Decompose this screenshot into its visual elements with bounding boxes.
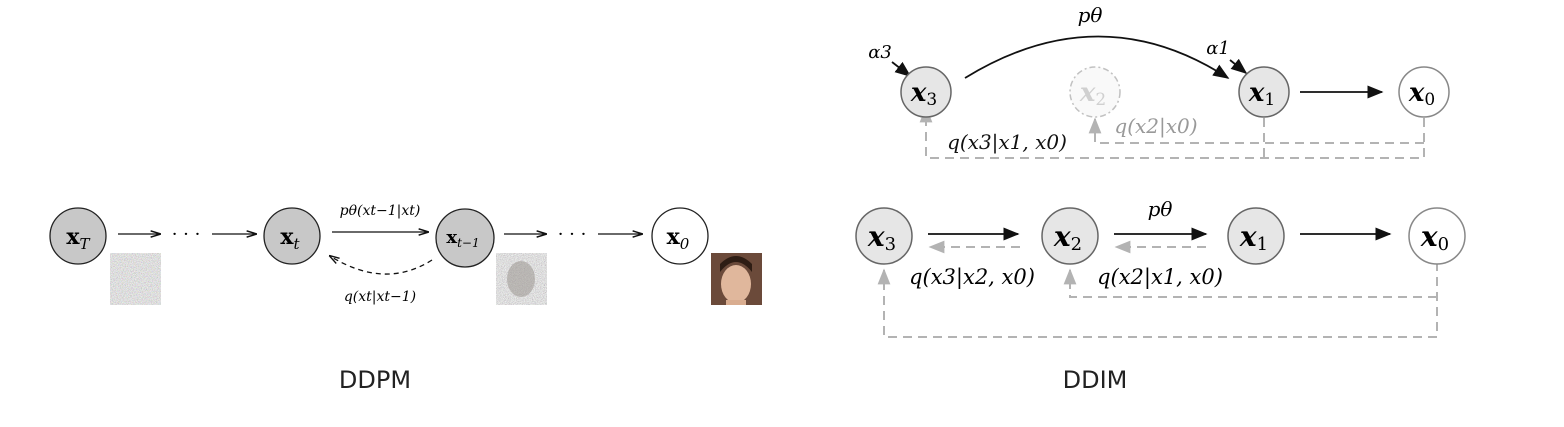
ddim-bottom-x3-base: x xyxy=(867,220,885,253)
ddim-top-x2-sub: 2 xyxy=(1095,90,1106,110)
ddim-top-dashed-inner xyxy=(1088,117,1424,144)
ddim-top-node-x1: x1 xyxy=(1238,66,1290,118)
ddim-bottom-node-x1: x1 xyxy=(1227,207,1285,265)
ddim-top-alpha3-arrow xyxy=(891,61,912,77)
svg-text:x1: x1 xyxy=(1248,78,1275,110)
ddpm-node-x0-sub: 0 xyxy=(680,235,690,253)
ddim-top-x2-base: x xyxy=(1079,78,1096,108)
svg-text:xT: xT xyxy=(66,224,90,253)
ddim-top-dashed-outer xyxy=(919,106,1425,159)
ddpm-clean-face-image xyxy=(711,253,762,305)
ddim-bottom-q32-label: q(x3|x2, x0) xyxy=(909,265,1035,290)
ddim-top-node-x2-skipped: x2 xyxy=(1069,66,1121,118)
ddim-top-x3-sub: 3 xyxy=(926,90,937,110)
svg-text:x0: x0 xyxy=(1420,220,1449,255)
ddim-top-q31-label: q(x3|x1, x0) xyxy=(947,130,1067,155)
ddim-bottom-x0-base: x xyxy=(1420,220,1438,253)
svg-text:x3: x3 xyxy=(910,78,937,110)
ddpm-ellipsis-2: · · · xyxy=(558,224,587,245)
ddim-top-node-x3: x3 xyxy=(900,66,952,118)
ddim-top-q20-label: q(x2|x0) xyxy=(1114,114,1197,139)
svg-text:xt−1: xt−1 xyxy=(446,227,479,250)
ddpm-node-x0-base: x xyxy=(667,224,681,250)
ddpm-forward-label: pθ(xt−1|xt) xyxy=(340,203,421,219)
ddim-top-ptheta-arc xyxy=(964,35,1230,79)
ddim-diagram: pθ α3 α1 x3 x2 xyxy=(855,3,1466,394)
ddim-top-node-x0: x0 xyxy=(1398,66,1450,118)
svg-text:x1: x1 xyxy=(1239,220,1268,255)
ddim-bottom-x0-sub: 0 xyxy=(1438,234,1449,255)
ddpm-node-xT-base: x xyxy=(66,224,80,250)
ddpm-node-xt1-sub: t−1 xyxy=(457,236,480,250)
ddim-bottom-x2-base: x xyxy=(1053,220,1071,253)
svg-text:x3: x3 xyxy=(867,220,896,255)
ddpm-node-xt1-base: x xyxy=(446,227,457,248)
ddpm-node-xT-sub: T xyxy=(80,235,91,253)
ddim-bottom-node-x3: x3 xyxy=(855,207,913,265)
ddim-bottom-x3-sub: 3 xyxy=(885,234,896,255)
ddpm-ellipsis-1: · · · xyxy=(172,224,201,245)
ddim-bottom-row: x3 x2 pθ x1 xyxy=(855,197,1466,338)
ddim-caption: DDIM xyxy=(1063,366,1128,394)
ddim-bottom-node-x2: x2 xyxy=(1041,207,1099,265)
svg-text:x0: x0 xyxy=(667,224,690,253)
ddpm-node-xt: xt xyxy=(263,207,321,265)
ddim-top-x1-base: x xyxy=(1248,78,1265,108)
ddpm-noisy-face-image xyxy=(496,253,547,305)
ddim-top-alpha1-label: α1 xyxy=(1206,38,1230,59)
ddpm-backward-label: q(xt|xt−1) xyxy=(344,289,416,305)
ddpm-backward-arrow xyxy=(330,256,433,275)
ddim-top-x0-base: x xyxy=(1408,78,1425,108)
ddim-top-row: pθ α3 α1 x3 x2 xyxy=(868,3,1450,159)
ddim-bottom-x1-base: x xyxy=(1239,220,1257,253)
svg-text:xt: xt xyxy=(280,224,300,253)
svg-text:x0: x0 xyxy=(1408,78,1435,110)
ddim-bottom-q21-label: q(x2|x1, x0) xyxy=(1097,265,1223,290)
ddpm-noise-image-xT xyxy=(110,253,161,305)
ddpm-node-x0: x0 xyxy=(651,207,709,265)
ddim-top-x3-base: x xyxy=(910,78,927,108)
svg-text:x2: x2 xyxy=(1053,220,1082,255)
ddpm-node-xT: xT xyxy=(49,207,107,265)
ddpm-node-xt-sub: t xyxy=(294,235,301,253)
ddim-top-x0-sub: 0 xyxy=(1424,90,1435,110)
ddim-bottom-dashed-outer xyxy=(877,262,1438,338)
ddpm-node-xt1: xt−1 xyxy=(435,208,495,268)
ddim-bottom-ptheta-label: pθ xyxy=(1148,197,1173,221)
svg-text:x2: x2 xyxy=(1079,78,1106,110)
ddim-top-alpha3-label: α3 xyxy=(868,42,892,63)
ddim-bottom-x2-sub: 2 xyxy=(1071,234,1082,255)
ddim-top-ptheta-label: pθ xyxy=(1078,3,1103,27)
ddpm-diagram: xT · · · xt pθ(xt−1|xt) q(xt|xt−1) xt−1 … xyxy=(49,203,762,394)
ddpm-caption: DDPM xyxy=(339,366,411,394)
ddpm-node-xt-base: x xyxy=(280,224,294,250)
ddim-bottom-dashed-inner xyxy=(1063,268,1437,298)
ddim-top-x1-sub: 1 xyxy=(1264,90,1275,110)
ddim-bottom-x1-sub: 1 xyxy=(1257,234,1268,255)
ddim-bottom-node-x0: x0 xyxy=(1408,207,1466,265)
ddim-top-alpha1-arrow xyxy=(1229,58,1248,75)
